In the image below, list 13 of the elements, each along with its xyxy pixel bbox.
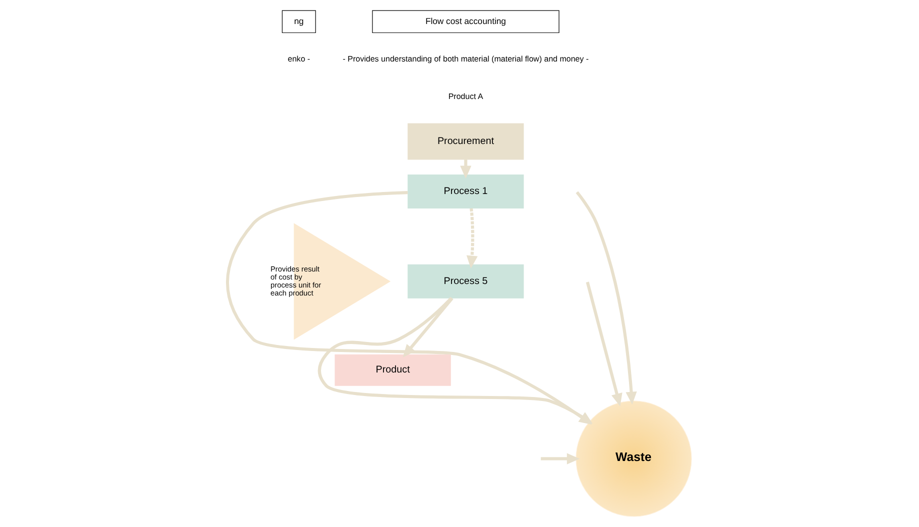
node-box: Process 5 [408, 264, 524, 298]
node-box: Product [334, 354, 451, 386]
arrow [576, 191, 637, 405]
node-circle: Waste [576, 400, 692, 517]
node-box: Process 1 [408, 174, 524, 209]
node-box: Procurement [408, 123, 524, 160]
node-box: Flow cost accounting [372, 10, 560, 34]
arrow [460, 159, 472, 179]
node-box: ng [282, 10, 316, 34]
arrow [540, 453, 580, 464]
arrow [466, 208, 478, 268]
arrow [586, 282, 622, 406]
arrow [402, 297, 454, 358]
